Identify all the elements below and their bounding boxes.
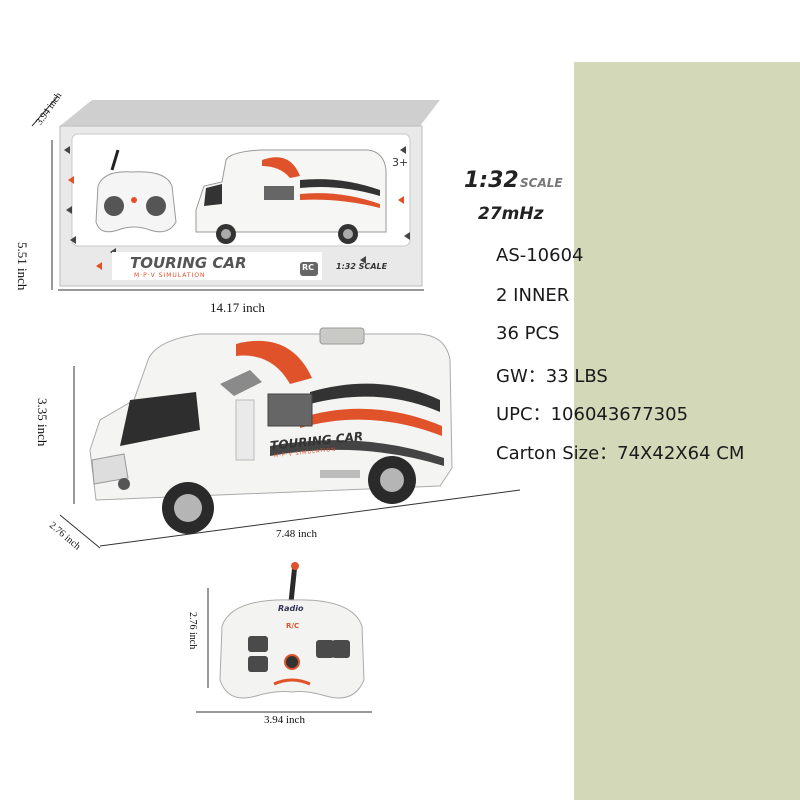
- box-rc-text: RC: [302, 263, 315, 272]
- scale-word: SCALE: [520, 176, 563, 190]
- spec-item-gw: GW：33 LBS: [496, 366, 608, 387]
- right-right-button: [332, 640, 350, 658]
- box-van: [195, 149, 387, 244]
- right-left-button: [316, 640, 334, 658]
- box-depth-line: [31, 95, 59, 127]
- spec-item-inner: 2 INNER: [496, 285, 570, 306]
- spec-panel-background: [574, 62, 800, 800]
- box-rc-badge: [300, 262, 318, 276]
- windshield: [120, 392, 200, 446]
- frequency-logo: 27mHz: [478, 204, 544, 224]
- remote-radio-text: Radio: [278, 604, 304, 613]
- side-window: [267, 393, 313, 427]
- remote-width-label: 3.94 inch: [264, 714, 305, 726]
- large-van: [59, 327, 521, 549]
- car-height-label: 3.35 inch: [35, 398, 50, 447]
- left-forward-button: [248, 636, 268, 652]
- spec-item-pcs: 36 PCS: [496, 323, 560, 344]
- box-brand-text: TOURING CAR: [130, 254, 247, 272]
- power-button: [284, 654, 300, 670]
- spec-item-model: AS-10604: [496, 245, 584, 266]
- spec-item-upc: UPC：106043677305: [496, 404, 689, 425]
- remote-rc-text: R/C: [286, 622, 300, 630]
- remote-height-label: 2.76 inch: [187, 612, 198, 650]
- roof-vent: [319, 327, 365, 345]
- box-age-text: 3+: [392, 156, 409, 169]
- scale-ratio: 1:32: [464, 168, 519, 193]
- car-depth-line: [59, 514, 101, 549]
- antenna: [288, 563, 298, 603]
- box-height-label: 5.51 inch: [15, 242, 30, 291]
- box-sub-text: M·P·V SIMULATION: [134, 272, 206, 279]
- box-width-label: 14.17 inch: [210, 300, 265, 315]
- remote-controller: [196, 562, 372, 713]
- left-back-button: [248, 656, 268, 672]
- car-length-label: 7.48 inch: [276, 528, 317, 540]
- spec-item-carton: Carton Size：74X42X64 CM: [496, 443, 745, 464]
- box-scale-text: 1:32 SCALE: [336, 262, 388, 271]
- box-remote: [95, 149, 177, 233]
- car-length-line: [99, 489, 521, 547]
- product-box: [59, 100, 440, 287]
